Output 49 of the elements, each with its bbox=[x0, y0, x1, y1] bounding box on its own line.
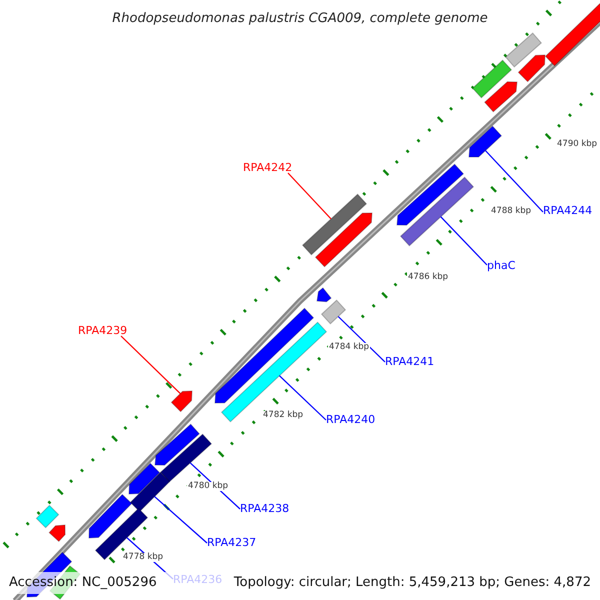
tick-label: 4782 kbp bbox=[262, 411, 304, 420]
gene-bar bbox=[468, 126, 502, 158]
gene-label: RPA4241 bbox=[385, 356, 434, 367]
gene-bar bbox=[154, 424, 200, 466]
gene-bar bbox=[544, 0, 600, 66]
gene-bar bbox=[94, 508, 148, 560]
tick-label: 4780 kbp bbox=[187, 482, 230, 490]
accession-text: Accession: NC_005296 bbox=[9, 576, 157, 589]
tick-label: 4790 kbp bbox=[556, 140, 598, 148]
gene-label: RPA4244 bbox=[543, 205, 592, 216]
gene-bar bbox=[518, 54, 546, 82]
gene-bar bbox=[400, 176, 474, 246]
gene-label: phaC bbox=[487, 260, 516, 271]
gene-bar bbox=[484, 81, 518, 112]
gene-bar bbox=[48, 524, 66, 542]
leader-line bbox=[485, 150, 544, 212]
gene-label: RPA4239 bbox=[78, 325, 128, 336]
tick-label: 4784 kbp bbox=[328, 343, 370, 352]
tick-label: 4788 kbp bbox=[490, 207, 532, 216]
leader-line bbox=[154, 496, 208, 544]
leader-line bbox=[288, 172, 332, 220]
tick-label: 4778 kbp bbox=[122, 553, 164, 562]
leader-line bbox=[120, 336, 181, 394]
tick-label: 4786 kbp bbox=[407, 273, 450, 282]
gene-bar bbox=[170, 390, 193, 412]
gene-label: RPA4238 bbox=[240, 503, 290, 514]
gene-bar bbox=[314, 212, 373, 268]
leader-line bbox=[440, 216, 488, 266]
genome-summary-text: Topology: circular; Length: 5,459,213 bp; Genes: 4,872 bbox=[234, 576, 591, 589]
gene-label: RPA4236 bbox=[173, 574, 222, 585]
gene-bar bbox=[88, 494, 132, 539]
gene-bar bbox=[36, 504, 60, 528]
gene-label: RPA4242 bbox=[243, 162, 292, 173]
gene-bar bbox=[160, 434, 212, 482]
gene-label: RPA4237 bbox=[207, 537, 256, 548]
gene-bar bbox=[302, 194, 368, 256]
gene-label: RPA4240 bbox=[326, 414, 376, 425]
gene-bar bbox=[128, 462, 160, 495]
gene-bar bbox=[320, 300, 346, 324]
gene-bar bbox=[316, 287, 332, 302]
map-title: Rhodopseudomonas palustris CGA009, complete genome bbox=[111, 12, 489, 25]
gene-bar bbox=[214, 308, 314, 404]
leader-line bbox=[278, 375, 326, 420]
leader-line bbox=[338, 316, 386, 362]
gene-bar bbox=[130, 472, 170, 512]
gene-bar bbox=[505, 32, 542, 68]
gene-bar bbox=[396, 164, 464, 226]
gene-bar bbox=[472, 60, 512, 98]
gene-bar bbox=[220, 322, 328, 422]
